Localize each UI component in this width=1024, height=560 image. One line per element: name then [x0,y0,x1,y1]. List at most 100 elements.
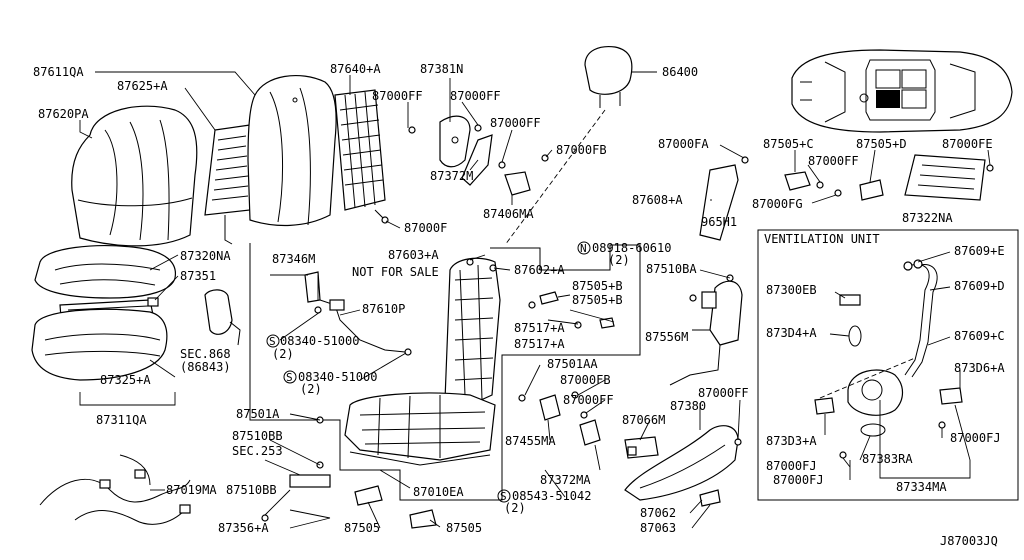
label-87000FJ-a: 87000FJ [950,431,1001,445]
seat-back-cover [71,105,198,247]
label-S08340-a: 08340-51000 [280,334,359,348]
label-87610P: 87610P [362,302,405,316]
label-87372MA: 87372MA [540,473,591,487]
label-N08918-qty: (2) [608,253,630,267]
label-87517A-a: 87517+A [514,321,565,335]
svg-text:S: S [269,335,276,348]
seat-belt-buckle [204,289,241,346]
label-87505B-a: 87505+B [572,279,623,293]
svg-text:S: S [286,371,293,384]
seat-back-pad [247,75,337,227]
part-labels: 87611QA 87625+A 87620PA 87640+A 87381N 8… [33,62,1005,548]
label-87505C: 87505+C [763,137,814,151]
label-87609D: 87609+D [954,279,1005,293]
label-87000F: 87000F [404,221,447,235]
label-87010EA: 87010EA [413,485,464,499]
svg-text:N: N [580,242,587,255]
label-87372M-a: 87372M [430,169,473,183]
label-87640A: 87640+A [330,62,381,76]
label-87556M: 87556M [645,330,688,344]
label-87000FJ-b: 87000FJ [766,459,817,473]
label-87356A: 87356+A [218,521,269,535]
label-87000FG: 87000FG [752,197,803,211]
side-trim-parts [381,115,549,224]
label-87346M: 87346M [272,252,315,266]
ventilation-unit-box [757,229,1019,501]
main-wire-harness [39,454,191,525]
label-87510BB-b: 87510BB [226,483,277,497]
prefix-symbols: N S S S [266,241,591,503]
label-87062: 87062 [640,506,676,520]
label-87517A-b: 87517+A [514,337,565,351]
adjuster-knobs [784,164,994,201]
label-S08543-qty: (2) [504,501,526,515]
label-87320NA: 87320NA [180,249,231,263]
label-not-for-sale: NOT FOR SALE [352,265,439,279]
ventilation-fan [814,294,963,459]
label-87505D: 87505+D [856,137,907,151]
label-sec253: SEC.253 [232,444,283,458]
frame-assembly-box [249,243,641,501]
lower-trim-parts [518,391,659,459]
label-86400: 86400 [662,65,698,79]
label-87019MA: 87019MA [166,483,217,497]
label-87609C: 87609+C [954,329,1005,343]
label-873D4A: 873D4+A [766,326,817,340]
label-87381N: 87381N [420,62,463,76]
seat-cushion-pad [31,308,168,381]
label-87334MA: 87334MA [896,480,947,494]
label-87300EB: 87300EB [766,283,817,297]
label-87000FF-d: 87000FF [808,154,859,168]
label-S08543: 08543-51042 [512,489,591,503]
label-87505-a: 87505 [344,521,380,535]
label-87383RA: 87383RA [862,452,913,466]
label-87311QA: 87311QA [96,413,147,427]
label-87501A: 87501A [236,407,280,421]
label-sec868: SEC.868 [180,347,231,361]
label-87000FF-f: 87000FF [698,386,749,400]
label-87380: 87380 [670,399,706,413]
ventilation-duct [903,259,938,378]
seat-back-heater [204,124,251,245]
label-87510BB-a: 87510BB [232,429,283,443]
car-top-view [791,49,1013,133]
label-87602A: 87602+A [514,263,565,277]
label-873D6A: 873D6+A [954,361,1005,375]
label-87501AA: 87501AA [547,357,598,371]
label-87603A: 87603+A [388,248,439,262]
seat-frame-assembly [344,257,501,466]
label-87000FF-c: 87000FF [490,116,541,130]
label-87000FB-b: 87000FB [560,373,611,387]
label-sec868-sub: (86843) [180,360,231,374]
side-cover [699,156,749,241]
headrest [504,45,633,246]
label-87510BA: 87510BA [646,262,697,276]
side-airbag-module [669,274,743,386]
label-diagram-ref: J87003JQ [940,534,998,548]
clips [466,258,615,329]
lumbar-support [904,154,986,201]
seat-wiring-harness-small [304,271,412,356]
label-965H1: 965H1 [701,215,737,229]
label-87322NA: 87322NA [902,211,953,225]
label-87000FF-e: 87000FF [563,393,614,407]
label-87455MA: 87455MA [505,434,556,448]
small-covers [261,416,437,529]
svg-text:S: S [500,490,507,503]
label-87000FE: 87000FE [942,137,993,151]
label-S08340-b-qty: (2) [300,382,322,396]
label-87505-b: 87505 [446,521,482,535]
label-S08340-a-qty: (2) [272,347,294,361]
label-87000FA: 87000FA [658,137,709,151]
label-N08918: 08918-60610 [592,241,671,255]
label-87066M: 87066M [622,413,665,427]
label-87351: 87351 [180,269,216,283]
label-87505B-b: 87505+B [572,293,623,307]
label-87000FF-b: 87000FF [450,89,501,103]
label-87608A: 87608+A [632,193,683,207]
seat-back-spring-mat [334,89,386,221]
label-ventilation-unit: VENTILATION UNIT [764,232,880,246]
label-87325A: 87325+A [100,373,151,387]
label-S08340-b: 08340-51000 [298,370,377,384]
